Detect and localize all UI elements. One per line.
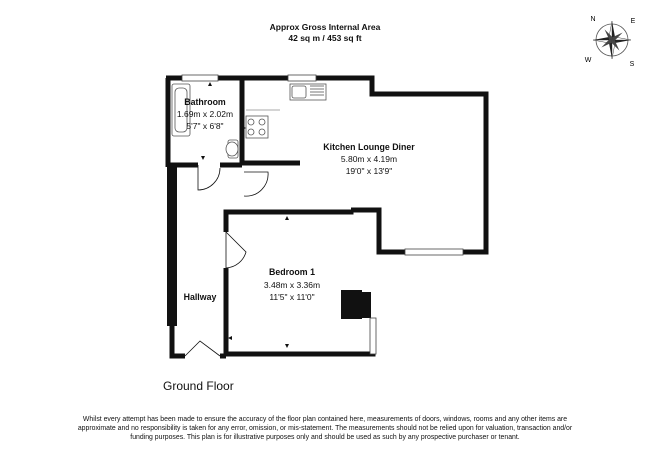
bedroom-imperial: 11'5" x 11'0" xyxy=(269,292,314,302)
floor-label: Ground Floor xyxy=(163,379,234,393)
hallway-west-wall xyxy=(167,166,177,326)
compass-rose-icon: N E S W xyxy=(585,16,636,68)
compass-letter-w: W xyxy=(585,57,592,64)
chimney-breast xyxy=(341,290,371,318)
bathroom-imperial: 5'7" x 6'8" xyxy=(186,121,223,131)
bedroom-name: Bedroom 1 xyxy=(269,267,315,277)
kitchen-sink xyxy=(289,83,327,101)
bathroom-label: Bathroom 1.69m x 2.02m 5'7" x 6'8" xyxy=(177,97,233,131)
bathroom-metric: 1.69m x 2.02m xyxy=(177,109,233,119)
chimney-block xyxy=(341,291,362,319)
kitchen-metric: 5.80m x 4.19m xyxy=(341,154,397,164)
toilet xyxy=(225,139,239,159)
compass-letter-e: E xyxy=(631,18,636,25)
kitchen-name: Kitchen Lounge Diner xyxy=(323,142,415,152)
bedroom-label: Bedroom 1 3.48m x 3.36m 11'5" x 11'0" xyxy=(264,267,320,302)
hallway-name: Hallway xyxy=(184,292,217,302)
disclaimer-text: Whilst every attempt has been made to en… xyxy=(77,416,573,442)
area-header: Approx Gross Internal Area 42 sq m / 453… xyxy=(0,22,650,44)
walls xyxy=(165,75,489,359)
hob xyxy=(245,115,269,139)
compass-letter-n: N xyxy=(590,16,595,23)
bathroom-name: Bathroom xyxy=(184,97,226,107)
kitchen-imperial: 19'0" x 13'9" xyxy=(346,166,393,176)
bath-tub xyxy=(171,83,191,137)
windows xyxy=(181,74,464,355)
area-title: Approx Gross Internal Area xyxy=(269,22,381,32)
bedroom-metric: 3.48m x 3.36m xyxy=(264,280,320,290)
doors xyxy=(184,165,269,357)
compass-letter-s: S xyxy=(630,61,635,68)
kitchen-label: Kitchen Lounge Diner 5.80m x 4.19m 19'0"… xyxy=(323,142,415,176)
measurement-arrows xyxy=(201,82,289,348)
area-value: 42 sq m / 453 sq ft xyxy=(288,33,362,43)
